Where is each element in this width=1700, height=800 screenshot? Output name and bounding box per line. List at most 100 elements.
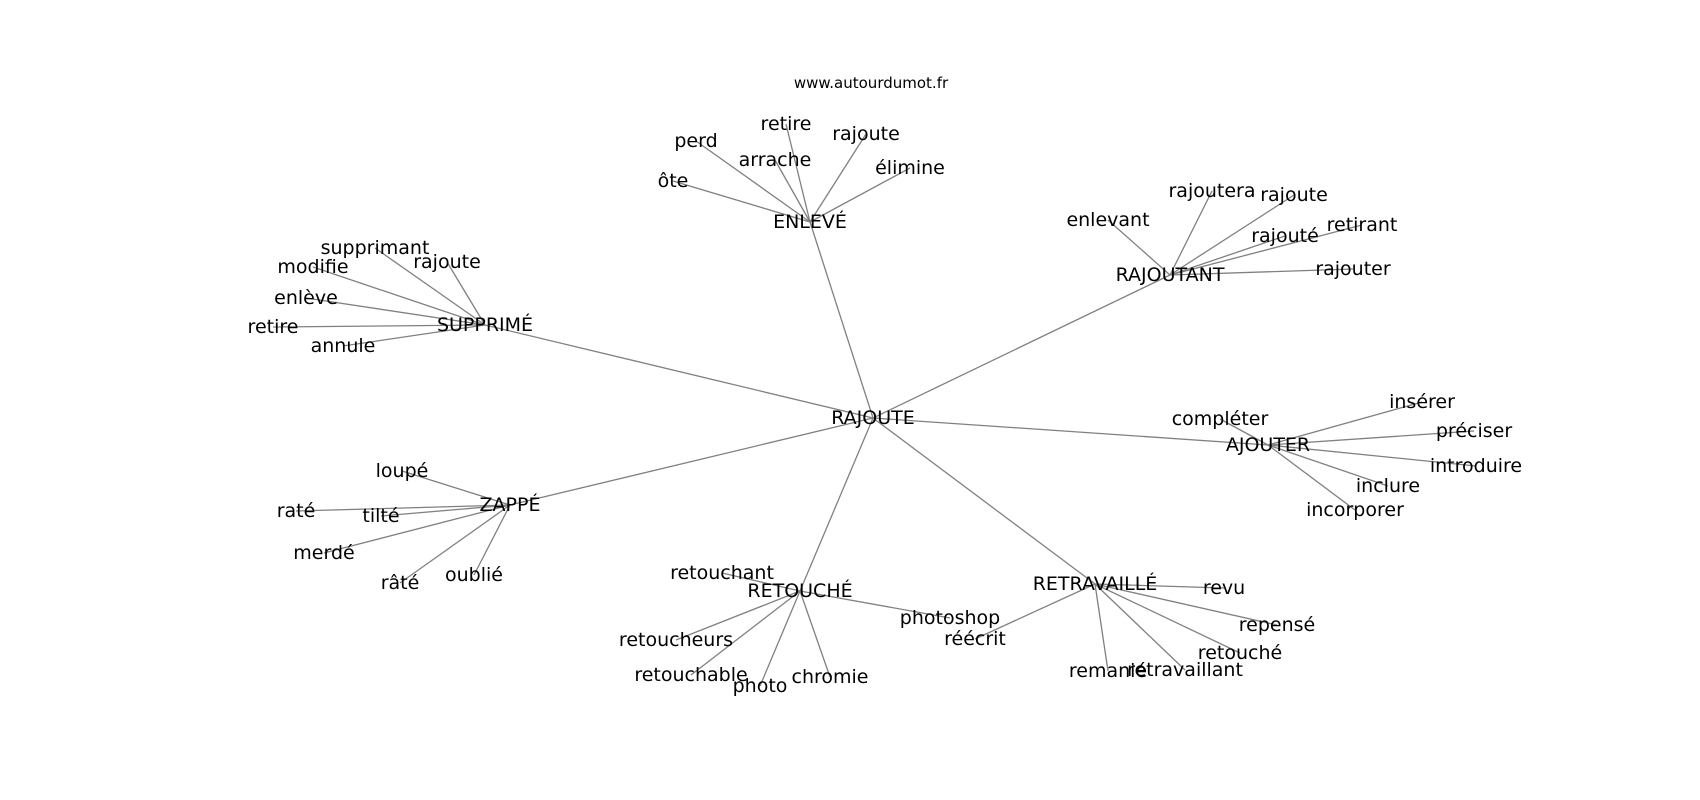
leaf-word-node[interactable]: photoshop bbox=[900, 607, 1000, 629]
graph-edge bbox=[342, 324, 486, 347]
leaf-word-node[interactable]: perd bbox=[674, 130, 717, 152]
leaf-word-node[interactable]: réécrit bbox=[944, 628, 1006, 650]
leaf-word-node[interactable]: retirant bbox=[1327, 214, 1398, 236]
graph-edge bbox=[1169, 224, 1363, 276]
graph-edge bbox=[380, 504, 511, 517]
graph-edge bbox=[872, 417, 1096, 585]
hub-word-node[interactable]: RAJOUTANT bbox=[1116, 264, 1225, 286]
leaf-word-node[interactable]: merdé bbox=[293, 542, 354, 564]
graph-edge bbox=[399, 504, 511, 584]
leaf-word-node[interactable]: repensé bbox=[1239, 614, 1315, 636]
leaf-word-node[interactable]: oublié bbox=[445, 564, 503, 586]
leaf-word-node[interactable]: chromie bbox=[792, 666, 869, 688]
graph-edges bbox=[272, 123, 1477, 687]
graph-edge bbox=[1094, 583, 1225, 589]
leaf-word-node[interactable]: ôte bbox=[658, 170, 689, 192]
graph-edge bbox=[721, 572, 801, 592]
graph-edge bbox=[1169, 268, 1354, 276]
leaf-word-node[interactable]: photo bbox=[733, 675, 788, 697]
graph-edge bbox=[473, 504, 511, 576]
graph-edge bbox=[1094, 583, 1278, 626]
leaf-word-node[interactable]: rajoutera bbox=[1169, 180, 1256, 202]
graph-edge bbox=[1267, 444, 1389, 487]
leaf-word-node[interactable]: arrache bbox=[739, 149, 812, 171]
graph-edge bbox=[1094, 583, 1186, 671]
graph-edge bbox=[1267, 401, 1423, 446]
leaf-word-node[interactable]: supprimant bbox=[321, 237, 430, 259]
leaf-word-node[interactable]: retouché bbox=[1198, 642, 1282, 664]
graph-edge bbox=[1267, 444, 1477, 467]
graph-edge bbox=[312, 266, 486, 326]
leaf-word-node[interactable]: rajoute bbox=[832, 123, 900, 145]
graph-edge bbox=[484, 324, 874, 419]
leaf-word-node[interactable]: modifie bbox=[277, 256, 348, 278]
graph-edge bbox=[774, 159, 811, 223]
graph-edge bbox=[401, 470, 511, 506]
graph-edge bbox=[1169, 235, 1286, 276]
leaf-word-node[interactable]: loupé bbox=[376, 460, 429, 482]
graph-edge bbox=[323, 504, 511, 554]
graph-edge bbox=[809, 133, 867, 223]
graph-edge bbox=[695, 140, 811, 223]
leaf-word-node[interactable]: insérer bbox=[1389, 391, 1455, 413]
leaf-word-node[interactable]: retire bbox=[248, 316, 299, 338]
graph-edge bbox=[785, 123, 811, 223]
leaf-word-node[interactable]: rajouté bbox=[1251, 225, 1319, 247]
hub-word-node[interactable]: RETOUCHÉ bbox=[747, 579, 852, 602]
graph-labels: RAJOUTE ENLEVÉ retire perd rajoute arrache éli… bbox=[248, 113, 1523, 697]
leaf-word-node[interactable]: rajoute bbox=[1260, 184, 1328, 206]
graph-edge bbox=[509, 417, 874, 506]
graph-edge bbox=[1169, 190, 1213, 276]
hub-word-node[interactable]: AJOUTER bbox=[1226, 434, 1310, 456]
graph-edge bbox=[1094, 583, 1109, 672]
graph-edge bbox=[759, 590, 801, 687]
hub-word-node[interactable]: SUPPRIMÉ bbox=[437, 313, 533, 336]
leaf-word-node[interactable]: revu bbox=[1203, 577, 1245, 599]
leaf-word-node[interactable]: rajoute bbox=[413, 251, 481, 273]
leaf-word-node[interactable]: incorporer bbox=[1306, 499, 1404, 521]
graph-edge bbox=[809, 221, 874, 419]
graph-edge bbox=[1219, 418, 1269, 446]
leaf-word-node[interactable]: râté bbox=[381, 572, 420, 594]
graph-edge bbox=[809, 167, 911, 223]
leaf-word-node[interactable]: préciser bbox=[1436, 420, 1512, 442]
hub-word-node[interactable]: RETRAVAILLÉ bbox=[1033, 572, 1158, 595]
graph-edge bbox=[974, 583, 1096, 640]
leaf-word-node[interactable]: compléter bbox=[1172, 408, 1269, 430]
leaf-word-node[interactable]: tilté bbox=[362, 505, 399, 527]
hub-word-node[interactable]: ENLEVÉ bbox=[773, 210, 847, 233]
leaf-word-node[interactable]: raté bbox=[277, 500, 316, 522]
leaf-word-node[interactable]: enlevant bbox=[1066, 209, 1149, 231]
leaf-word-node[interactable]: introduire bbox=[1430, 455, 1522, 477]
leaf-word-node[interactable]: retouchant bbox=[670, 562, 774, 584]
leaf-word-node[interactable]: retire bbox=[761, 113, 812, 135]
leaf-word-node[interactable]: élimine bbox=[875, 157, 945, 179]
graph-edge bbox=[799, 417, 874, 592]
graph-edge bbox=[799, 590, 951, 619]
graph-edge bbox=[690, 590, 801, 676]
leaf-word-node[interactable]: annule bbox=[311, 335, 376, 357]
graph-edge bbox=[272, 324, 486, 328]
leaf-word-node[interactable]: remanié bbox=[1069, 660, 1147, 682]
hub-word-node[interactable]: ZAPPÉ bbox=[480, 493, 541, 516]
graph-edge bbox=[295, 504, 511, 512]
graph-edge bbox=[374, 247, 486, 326]
graph-edge bbox=[675, 590, 801, 641]
graph-edge bbox=[305, 297, 486, 326]
leaf-word-node[interactable]: rajouter bbox=[1315, 258, 1391, 280]
graph-edge bbox=[1094, 583, 1241, 654]
graph-edge bbox=[1267, 444, 1356, 511]
leaf-word-node[interactable]: inclure bbox=[1356, 475, 1420, 497]
graph-edge bbox=[672, 180, 811, 223]
leaf-word-node[interactable]: retravaillant bbox=[1127, 659, 1243, 681]
leaf-word-node[interactable]: retoucheurs bbox=[619, 629, 733, 651]
source-watermark: www.autourdumot.fr bbox=[794, 74, 949, 92]
graph-edge bbox=[446, 261, 486, 326]
graph-edge bbox=[1267, 430, 1475, 446]
graph-edge bbox=[1107, 219, 1171, 276]
leaf-word-node[interactable]: retouchable bbox=[634, 664, 747, 686]
center-word-node[interactable]: RAJOUTE bbox=[831, 407, 915, 429]
leaf-word-node[interactable]: enlève bbox=[274, 287, 338, 309]
graph-edge bbox=[872, 417, 1269, 446]
graph-edge bbox=[799, 590, 831, 678]
